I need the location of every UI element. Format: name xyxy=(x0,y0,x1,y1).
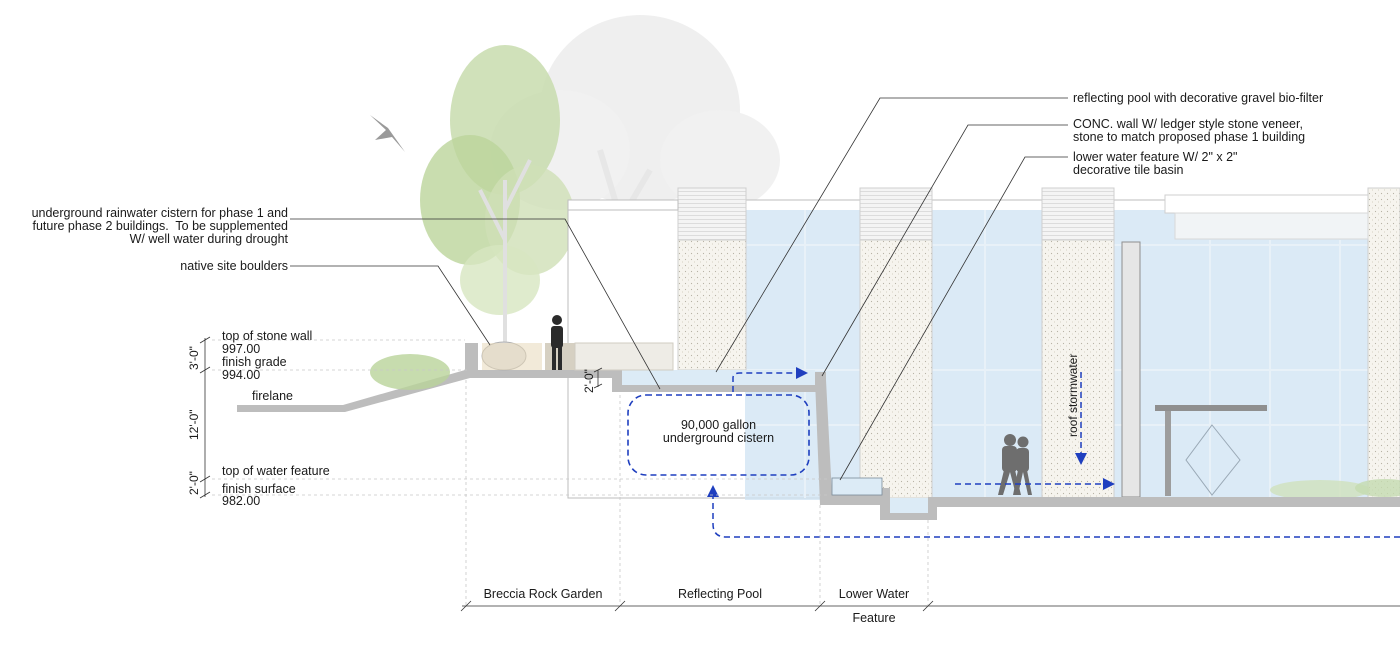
walking-people xyxy=(998,434,1032,495)
callout-boulders: native site boulders xyxy=(180,259,288,273)
callout-cistern-line1: underground rainwater cistern for phase … xyxy=(31,206,288,220)
cistern-label-line1: 90,000 gallon xyxy=(680,418,757,432)
roof-stormwater-label: roof stormwater xyxy=(1066,353,1080,437)
elev-top-stone-wall-value: 997.00 xyxy=(222,342,261,356)
zone-lower-water-line1: Lower Water xyxy=(838,587,910,601)
elev-top-water-feature: top of water feature xyxy=(222,464,330,478)
zone-breccia: Breccia Rock Garden xyxy=(483,587,603,601)
callout-lower-feature-line1: lower water feature W/ 2" x 2" xyxy=(1073,150,1238,164)
elev-finish-grade-value: 994.00 xyxy=(222,368,261,382)
dim-3ft: 3'-0" xyxy=(187,346,201,370)
zone-dimension-line xyxy=(460,600,1400,612)
dim-12ft: 12'-0" xyxy=(187,409,201,440)
elev-top-stone-wall: top of stone wall xyxy=(222,329,313,343)
cistern-label-line2: underground cistern xyxy=(662,431,775,445)
zone-lower-water-line2: Feature xyxy=(852,611,896,625)
person-silhouette xyxy=(551,315,563,370)
building-facade xyxy=(567,187,1400,500)
zone-reflecting-pool: Reflecting Pool xyxy=(677,587,763,601)
elev-finish-surface: finish surface xyxy=(222,482,296,496)
callout-leaders xyxy=(290,97,1068,481)
callout-cistern-line2: future phase 2 buildings. To be suppleme… xyxy=(32,219,288,233)
ground-section xyxy=(237,343,1400,520)
dim-pool-2ft: 2'-0" xyxy=(582,369,596,393)
callout-conc-wall-line1: CONC. wall W/ ledger style stone veneer, xyxy=(1073,117,1303,131)
dim-2ft-a: 2'-0" xyxy=(187,471,201,495)
lower-water-basin xyxy=(831,477,883,496)
cistern-outline xyxy=(627,394,810,476)
dimension-lines xyxy=(199,336,603,499)
elev-finish-surface-value: 982.00 xyxy=(222,494,261,508)
elev-finish-grade: finish grade xyxy=(222,355,287,369)
callout-conc-wall-line2: stone to match proposed phase 1 building xyxy=(1073,130,1306,144)
bird-icon xyxy=(370,115,405,152)
callout-cistern-line3: W/ well water during drought xyxy=(129,232,288,246)
callout-lower-feature-line2: decorative tile basin xyxy=(1073,163,1184,177)
firelane-label: firelane xyxy=(252,389,293,403)
birch-tree xyxy=(420,45,575,345)
water-flow-arrows xyxy=(707,367,1400,538)
callout-reflecting-pool: reflecting pool with decorative gravel b… xyxy=(1073,91,1324,105)
